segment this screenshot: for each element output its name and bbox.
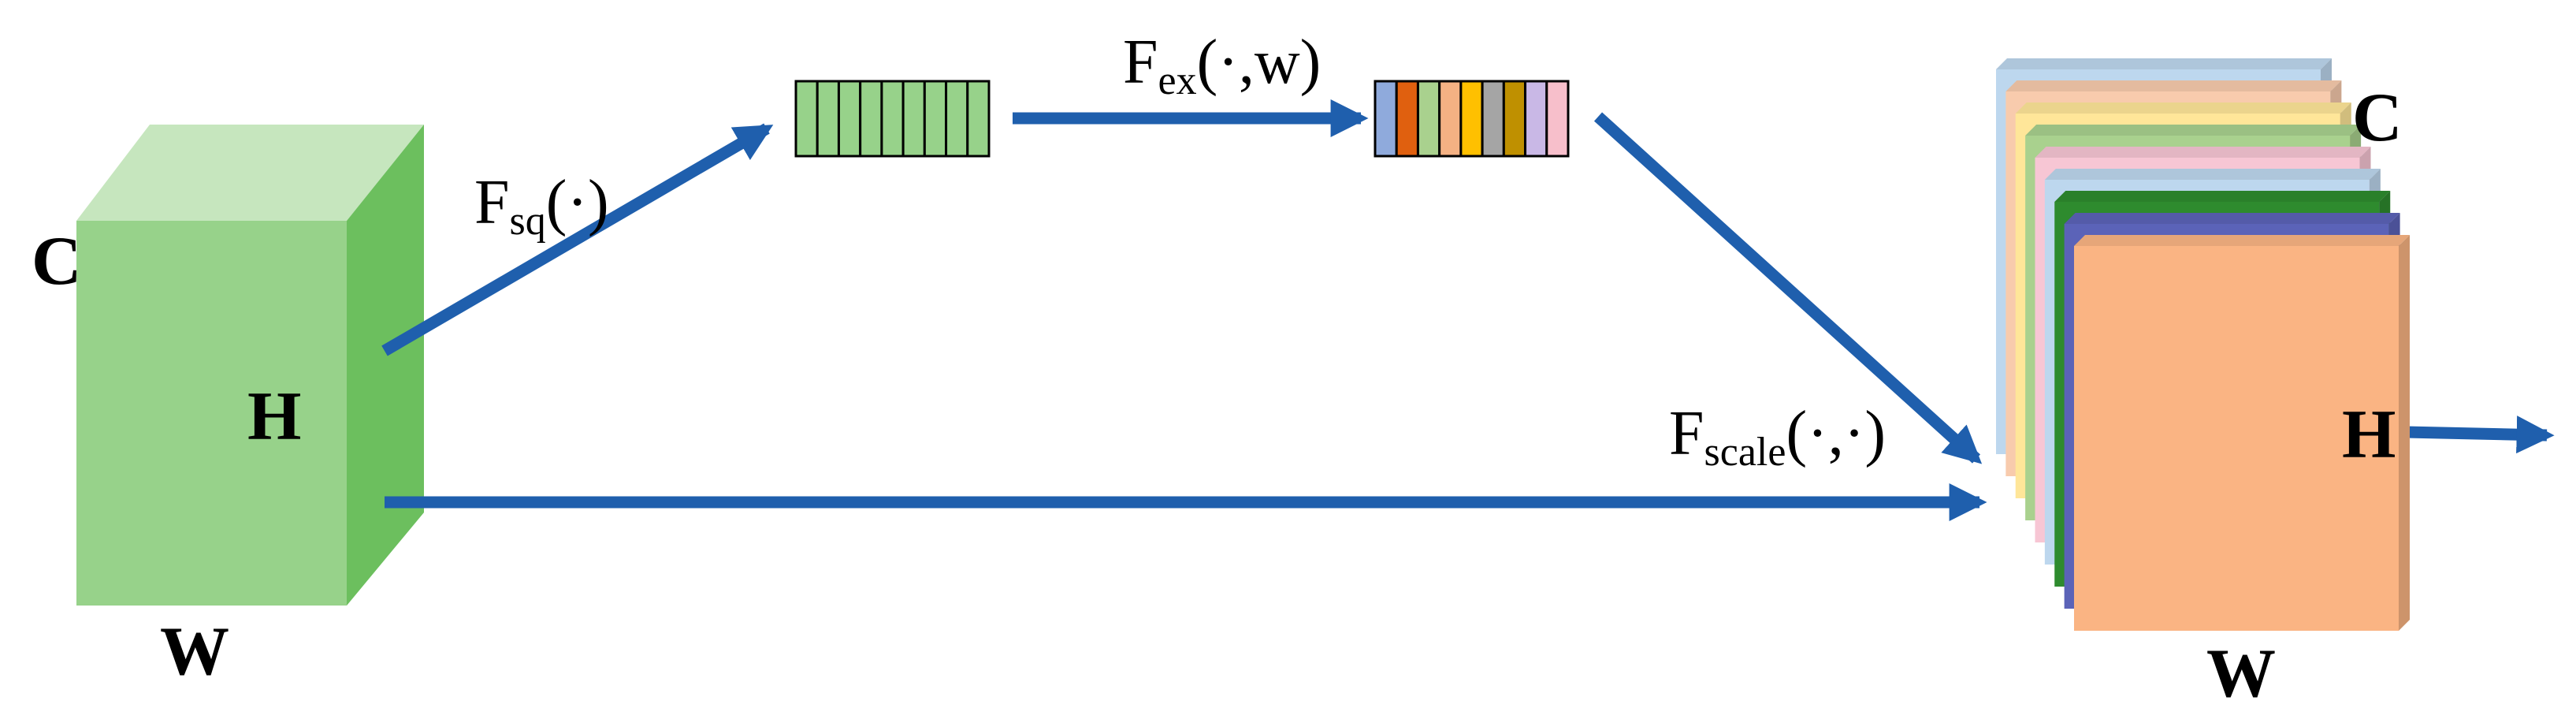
excitation-vector-cell xyxy=(1395,80,1419,158)
excitation-vector xyxy=(1373,80,1570,158)
excitation-op-label: Fex(·,w) xyxy=(1123,28,1321,103)
operation-labels: Fsq(·) Fex(·,w) Fscale(·,·) xyxy=(474,28,1886,475)
excitation-op-args: (·,w) xyxy=(1197,28,1321,97)
squeeze-op-main: F xyxy=(474,168,510,237)
squeeze-vector-cell xyxy=(816,80,840,158)
output-label-w: W xyxy=(2206,635,2276,712)
squeeze-vector-cell xyxy=(859,80,883,158)
excitation-vector-cell xyxy=(1373,80,1398,158)
squeeze-vector-cell xyxy=(794,80,819,158)
excitation-vector-cell xyxy=(1524,80,1548,158)
excitation-vector-cell xyxy=(1459,80,1484,158)
squeeze-op-label: Fsq(·) xyxy=(474,168,609,244)
arrows xyxy=(381,99,2555,522)
excitation-op-main: F xyxy=(1123,28,1158,97)
output-feature-layer xyxy=(2074,235,2410,631)
input-label-h: H xyxy=(247,378,301,455)
excitation-vector-cell xyxy=(1481,80,1505,158)
output-label-c: C xyxy=(2352,80,2403,156)
squeeze-arrow xyxy=(381,123,774,356)
squeeze-vector-cell xyxy=(966,80,991,158)
excitation-vector-cell xyxy=(1545,80,1570,158)
excitation-op-sub: ex xyxy=(1158,58,1197,103)
output-feature-stack xyxy=(1996,58,2410,631)
squeeze-vector-cell xyxy=(901,80,926,158)
squeeze-op-sub: sq xyxy=(510,199,546,244)
scale-op-main: F xyxy=(1669,399,1704,468)
excitation-vector-cell xyxy=(1416,80,1441,158)
input-block-top-face xyxy=(76,125,424,221)
input-block-side-face xyxy=(347,125,424,606)
squeeze-op-args: (·) xyxy=(546,168,609,237)
input-label-w: W xyxy=(160,613,229,690)
squeeze-vector-cell xyxy=(945,80,969,158)
squeeze-vector-cell xyxy=(880,80,905,158)
output-arrow xyxy=(2405,416,2555,454)
excitation-vector-cell xyxy=(1438,80,1463,158)
recalibration-arrow xyxy=(1593,112,1983,464)
scale-op-sub: scale xyxy=(1704,430,1786,475)
squeeze-vector xyxy=(794,80,991,158)
scale-op-label: Fscale(·,·) xyxy=(1669,399,1886,475)
input-label-c: C xyxy=(32,223,82,300)
output-label-h: H xyxy=(2342,397,2396,473)
squeeze-vector-cell xyxy=(923,80,948,158)
squeeze-vector-cell xyxy=(837,80,862,158)
output-labels: C H W xyxy=(2206,80,2403,712)
excitation-vector-cell xyxy=(1502,80,1527,158)
input-block-front-face xyxy=(76,221,347,606)
input-feature-block: C H W xyxy=(32,125,424,690)
scale-op-args: (·,·) xyxy=(1786,399,1886,468)
